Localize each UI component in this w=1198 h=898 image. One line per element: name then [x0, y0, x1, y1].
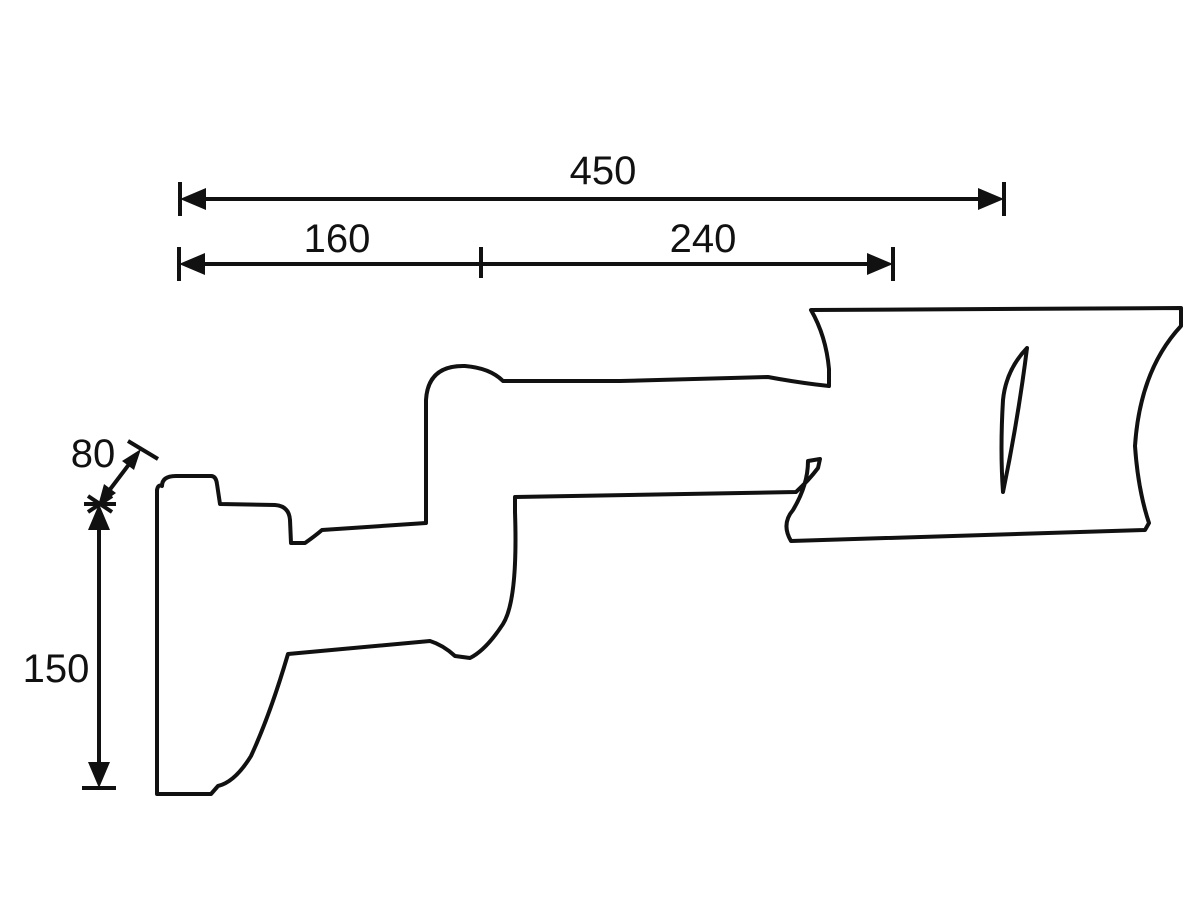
dimension-450-right-arrow: [978, 188, 1004, 210]
dimension-150-bottom-arrow: [88, 762, 110, 788]
dimension-160-left-arrow: [179, 253, 205, 275]
dimension-150: 150: [23, 494, 116, 790]
dimension-150-label: 150: [23, 647, 90, 691]
dimension-240-label: 240: [670, 217, 737, 261]
dimension-80-top-tick: [126, 439, 160, 461]
dimension-160-240: 160 240: [177, 217, 895, 281]
dimension-160-label: 160: [304, 217, 371, 261]
dimension-450-label: 450: [570, 149, 637, 193]
dimension-150-top-arrow: [88, 504, 110, 530]
dimension-80-top-arrow: [122, 449, 141, 470]
dimension-450: 450: [178, 149, 1006, 216]
dimension-80: 80: [71, 432, 160, 506]
plate-slot: [999, 346, 1029, 494]
dimension-80-label: 80: [71, 432, 116, 476]
dimension-450-left-arrow: [180, 188, 206, 210]
dimension-240-right-arrow: [867, 253, 893, 275]
bracket-outline: [155, 306, 1183, 796]
dimension-150-top-cross-2: [86, 494, 114, 514]
